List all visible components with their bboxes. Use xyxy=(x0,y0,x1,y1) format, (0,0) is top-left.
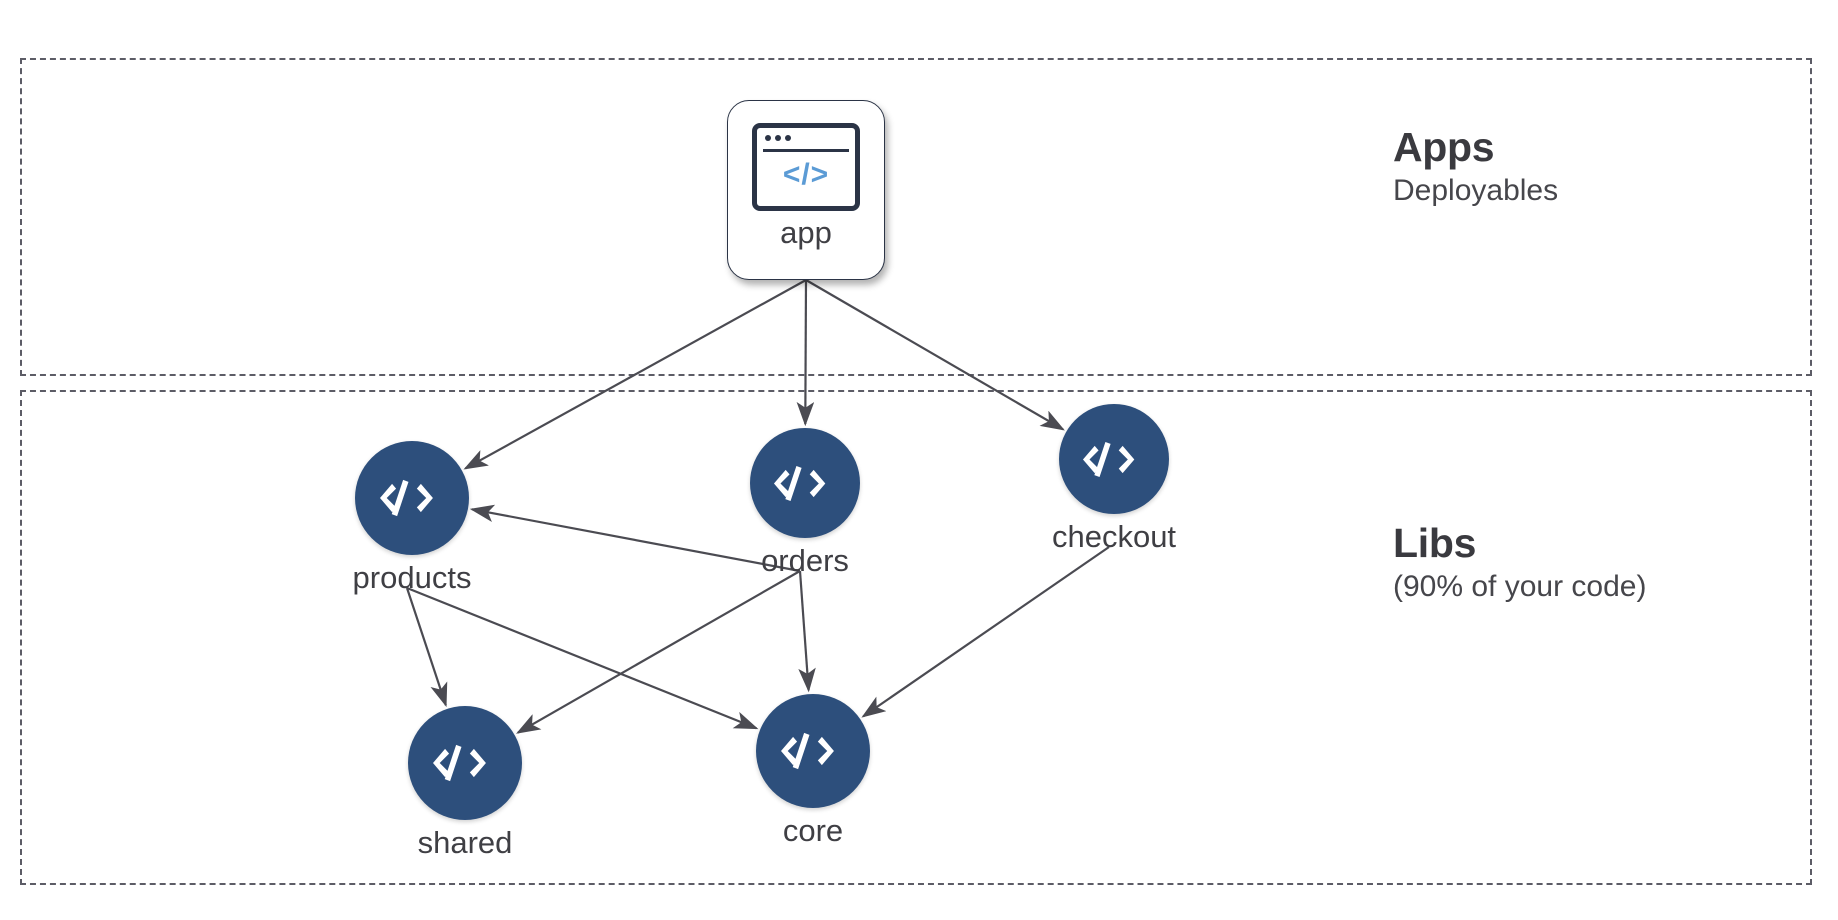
node-orders[interactable]: orders xyxy=(750,428,860,578)
node-core[interactable]: core xyxy=(756,694,870,848)
code-icon xyxy=(750,428,860,538)
zone-libs-subtitle: (90% of your code) xyxy=(1393,570,1647,604)
zone-apps xyxy=(20,58,1812,376)
node-core-label: core xyxy=(782,813,844,848)
zone-apps-subtitle: Deployables xyxy=(1393,174,1559,208)
node-checkout-label: checkout xyxy=(1051,519,1177,554)
node-checkout[interactable]: checkout xyxy=(1052,404,1176,554)
code-icon xyxy=(756,694,870,808)
code-icon xyxy=(408,706,522,820)
code-glyph: </> xyxy=(782,158,830,191)
zone-apps-caption: Apps Deployables xyxy=(1393,124,1559,209)
browser-titlebar-divider xyxy=(763,149,849,152)
node-shared[interactable]: shared xyxy=(408,706,522,860)
node-products-label: products xyxy=(352,560,472,595)
node-orders-label: orders xyxy=(761,543,849,578)
zone-libs-title: Libs xyxy=(1393,520,1477,566)
node-app-label: app xyxy=(780,215,832,250)
zone-libs-caption: Libs (90% of your code) xyxy=(1393,520,1647,605)
node-products[interactable]: products xyxy=(352,441,472,595)
code-icon xyxy=(1059,404,1169,514)
zone-libs xyxy=(20,390,1812,885)
node-shared-label: shared xyxy=(417,825,513,860)
browser-code-icon: </> xyxy=(752,123,860,211)
zone-apps-title: Apps xyxy=(1393,124,1495,170)
browser-dots-icon xyxy=(765,135,791,141)
node-app[interactable]: </> app xyxy=(727,100,885,280)
code-icon xyxy=(355,441,469,555)
